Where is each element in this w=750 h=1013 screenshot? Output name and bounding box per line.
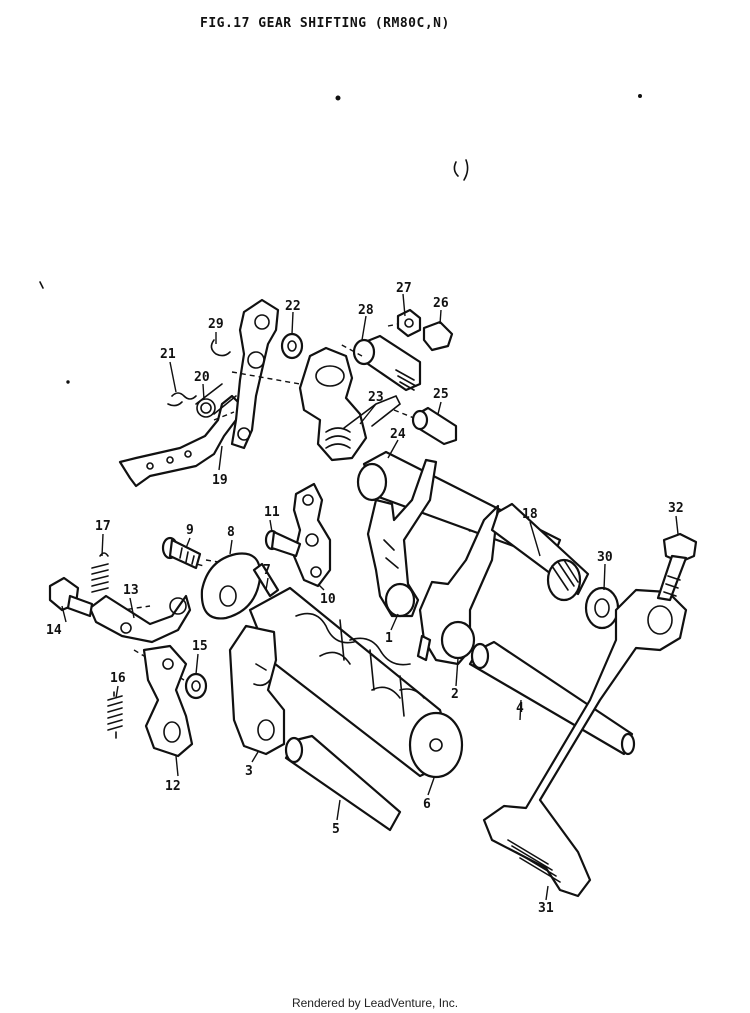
part-11-screw [264, 529, 302, 558]
callout-6: 6 [423, 797, 431, 812]
callout-4: 4 [516, 701, 524, 716]
callout-30: 30 [597, 550, 613, 565]
callout-28: 28 [358, 303, 374, 318]
part-2-shift-fork [416, 504, 500, 666]
part-13-stopper-arm [88, 594, 192, 644]
part-15-washer [184, 672, 208, 700]
callout-21: 21 [160, 347, 176, 362]
callout-23: 23 [368, 390, 384, 405]
callout-26: 26 [433, 296, 449, 311]
callout-7: 7 [263, 563, 271, 578]
part-17-spring [91, 552, 109, 593]
part-12-plate [142, 644, 194, 758]
part-26-bolt [422, 320, 454, 352]
callout-8: 8 [227, 525, 235, 540]
callout-24: 24 [390, 427, 406, 442]
footer-credit: Rendered by LeadVenture, Inc. [291, 996, 459, 1010]
callout-9: 9 [186, 523, 194, 538]
callout-19: 19 [212, 473, 228, 488]
part-22-washer [280, 332, 304, 360]
part-16-spring [107, 691, 123, 739]
figure-title: FIG.17 GEAR SHIFTING (RM80C,N) [200, 16, 450, 31]
callout-17: 17 [95, 519, 111, 534]
part-7-pin [252, 562, 280, 598]
part-30-oil-seal [584, 586, 620, 630]
callout-18: 18 [522, 507, 538, 522]
part-9-bolt [161, 536, 202, 570]
part-32-bolt [656, 532, 698, 602]
part-1-shift-fork [366, 458, 438, 618]
callout-32: 32 [668, 501, 684, 516]
callout-1: 1 [385, 631, 393, 646]
part-19-shift-arm [118, 298, 280, 488]
part-10-plate [292, 482, 332, 588]
callout-29: 29 [208, 317, 224, 332]
part-21-spring [167, 392, 197, 407]
callout-16: 16 [110, 671, 126, 686]
callout-5: 5 [332, 822, 340, 837]
part-27-nut [396, 308, 422, 338]
callout-27: 27 [396, 281, 412, 296]
part-31-gearshift-lever [482, 588, 688, 898]
callout-20: 20 [194, 370, 210, 385]
callout-10: 10 [320, 592, 336, 607]
part-18-gearshift-shaft [490, 502, 590, 602]
part-5-fork-shaft [284, 734, 402, 832]
callout-15: 15 [192, 639, 208, 654]
part-14-bolt [48, 576, 94, 618]
callout-14: 14 [46, 623, 62, 638]
callout-3: 3 [245, 764, 253, 779]
callout-11: 11 [264, 505, 280, 520]
callout-25: 25 [433, 387, 449, 402]
callout-2: 2 [451, 687, 459, 702]
part-29-circlip [210, 339, 231, 357]
leader-lines [61, 293, 679, 901]
part-25-bolt [411, 406, 458, 446]
part-4-fork-shaft [468, 640, 636, 756]
callout-13: 13 [123, 583, 139, 598]
part-3-cam-guide [228, 624, 286, 756]
callout-12: 12 [165, 779, 181, 794]
part-20-spring [195, 383, 237, 418]
callout-22: 22 [285, 299, 301, 314]
part-23-gearshift-shaft [298, 346, 402, 462]
callout-31: 31 [538, 901, 554, 916]
part-28-stopper-bolt [352, 334, 422, 392]
